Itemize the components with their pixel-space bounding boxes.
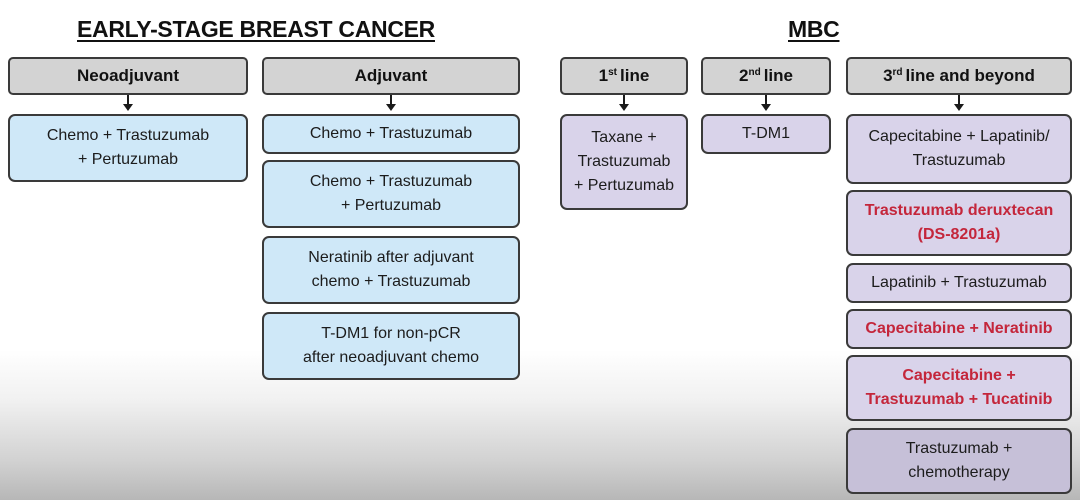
adjuvant-item: Neratinib after adjuvant chemo + Trastuz… — [262, 236, 520, 304]
mbc-title: MBC — [788, 16, 840, 42]
adjuvant-header: Adjuvant — [262, 57, 520, 95]
third-line-item: Capecitabine + Lapatinib/ Trastuzumab — [846, 114, 1072, 184]
adjuvant-arrow — [386, 95, 396, 111]
adjuvant-item: Chemo + Trastuzumab — [262, 114, 520, 154]
second-line-item: T-DM1 — [701, 114, 831, 154]
early-stage-title: EARLY-STAGE BREAST CANCER — [77, 16, 435, 42]
adjuvant-item: Chemo + Trastuzumab + Pertuzumab — [262, 160, 520, 228]
third-line-header-num: 3 — [883, 66, 893, 85]
adjuvant-item: T-DM1 for non-pCR after neoadjuvant chem… — [262, 312, 520, 380]
neoadjuvant-arrow — [123, 95, 133, 111]
first-line-item: Taxane + Trastuzumab + Pertuzumab — [560, 114, 688, 210]
first-line-header-text: line — [620, 66, 650, 85]
third-line-item-highlight: Trastuzumab deruxtecan (DS-8201a) — [846, 190, 1072, 256]
third-line-item-highlight: Capecitabine + Trastuzumab + Tucatinib — [846, 355, 1072, 421]
second-line-header-num: 2 — [739, 66, 749, 85]
third-line-header-text: line and beyond — [905, 66, 1035, 85]
neoadjuvant-header: Neoadjuvant — [8, 57, 248, 95]
first-line-arrow — [619, 95, 629, 111]
third-line-item: Lapatinib + Trastuzumab — [846, 263, 1072, 303]
second-line-arrow — [761, 95, 771, 111]
neoadjuvant-item: Chemo + Trastuzumab + Pertuzumab — [8, 114, 248, 182]
third-line-item: Trastuzumab + chemotherapy — [846, 428, 1072, 494]
first-line-header-num: 1 — [598, 66, 609, 85]
second-line-header-text: line — [763, 66, 793, 85]
third-line-item-highlight: Capecitabine + Neratinib — [846, 309, 1072, 349]
third-line-arrow — [954, 95, 964, 111]
